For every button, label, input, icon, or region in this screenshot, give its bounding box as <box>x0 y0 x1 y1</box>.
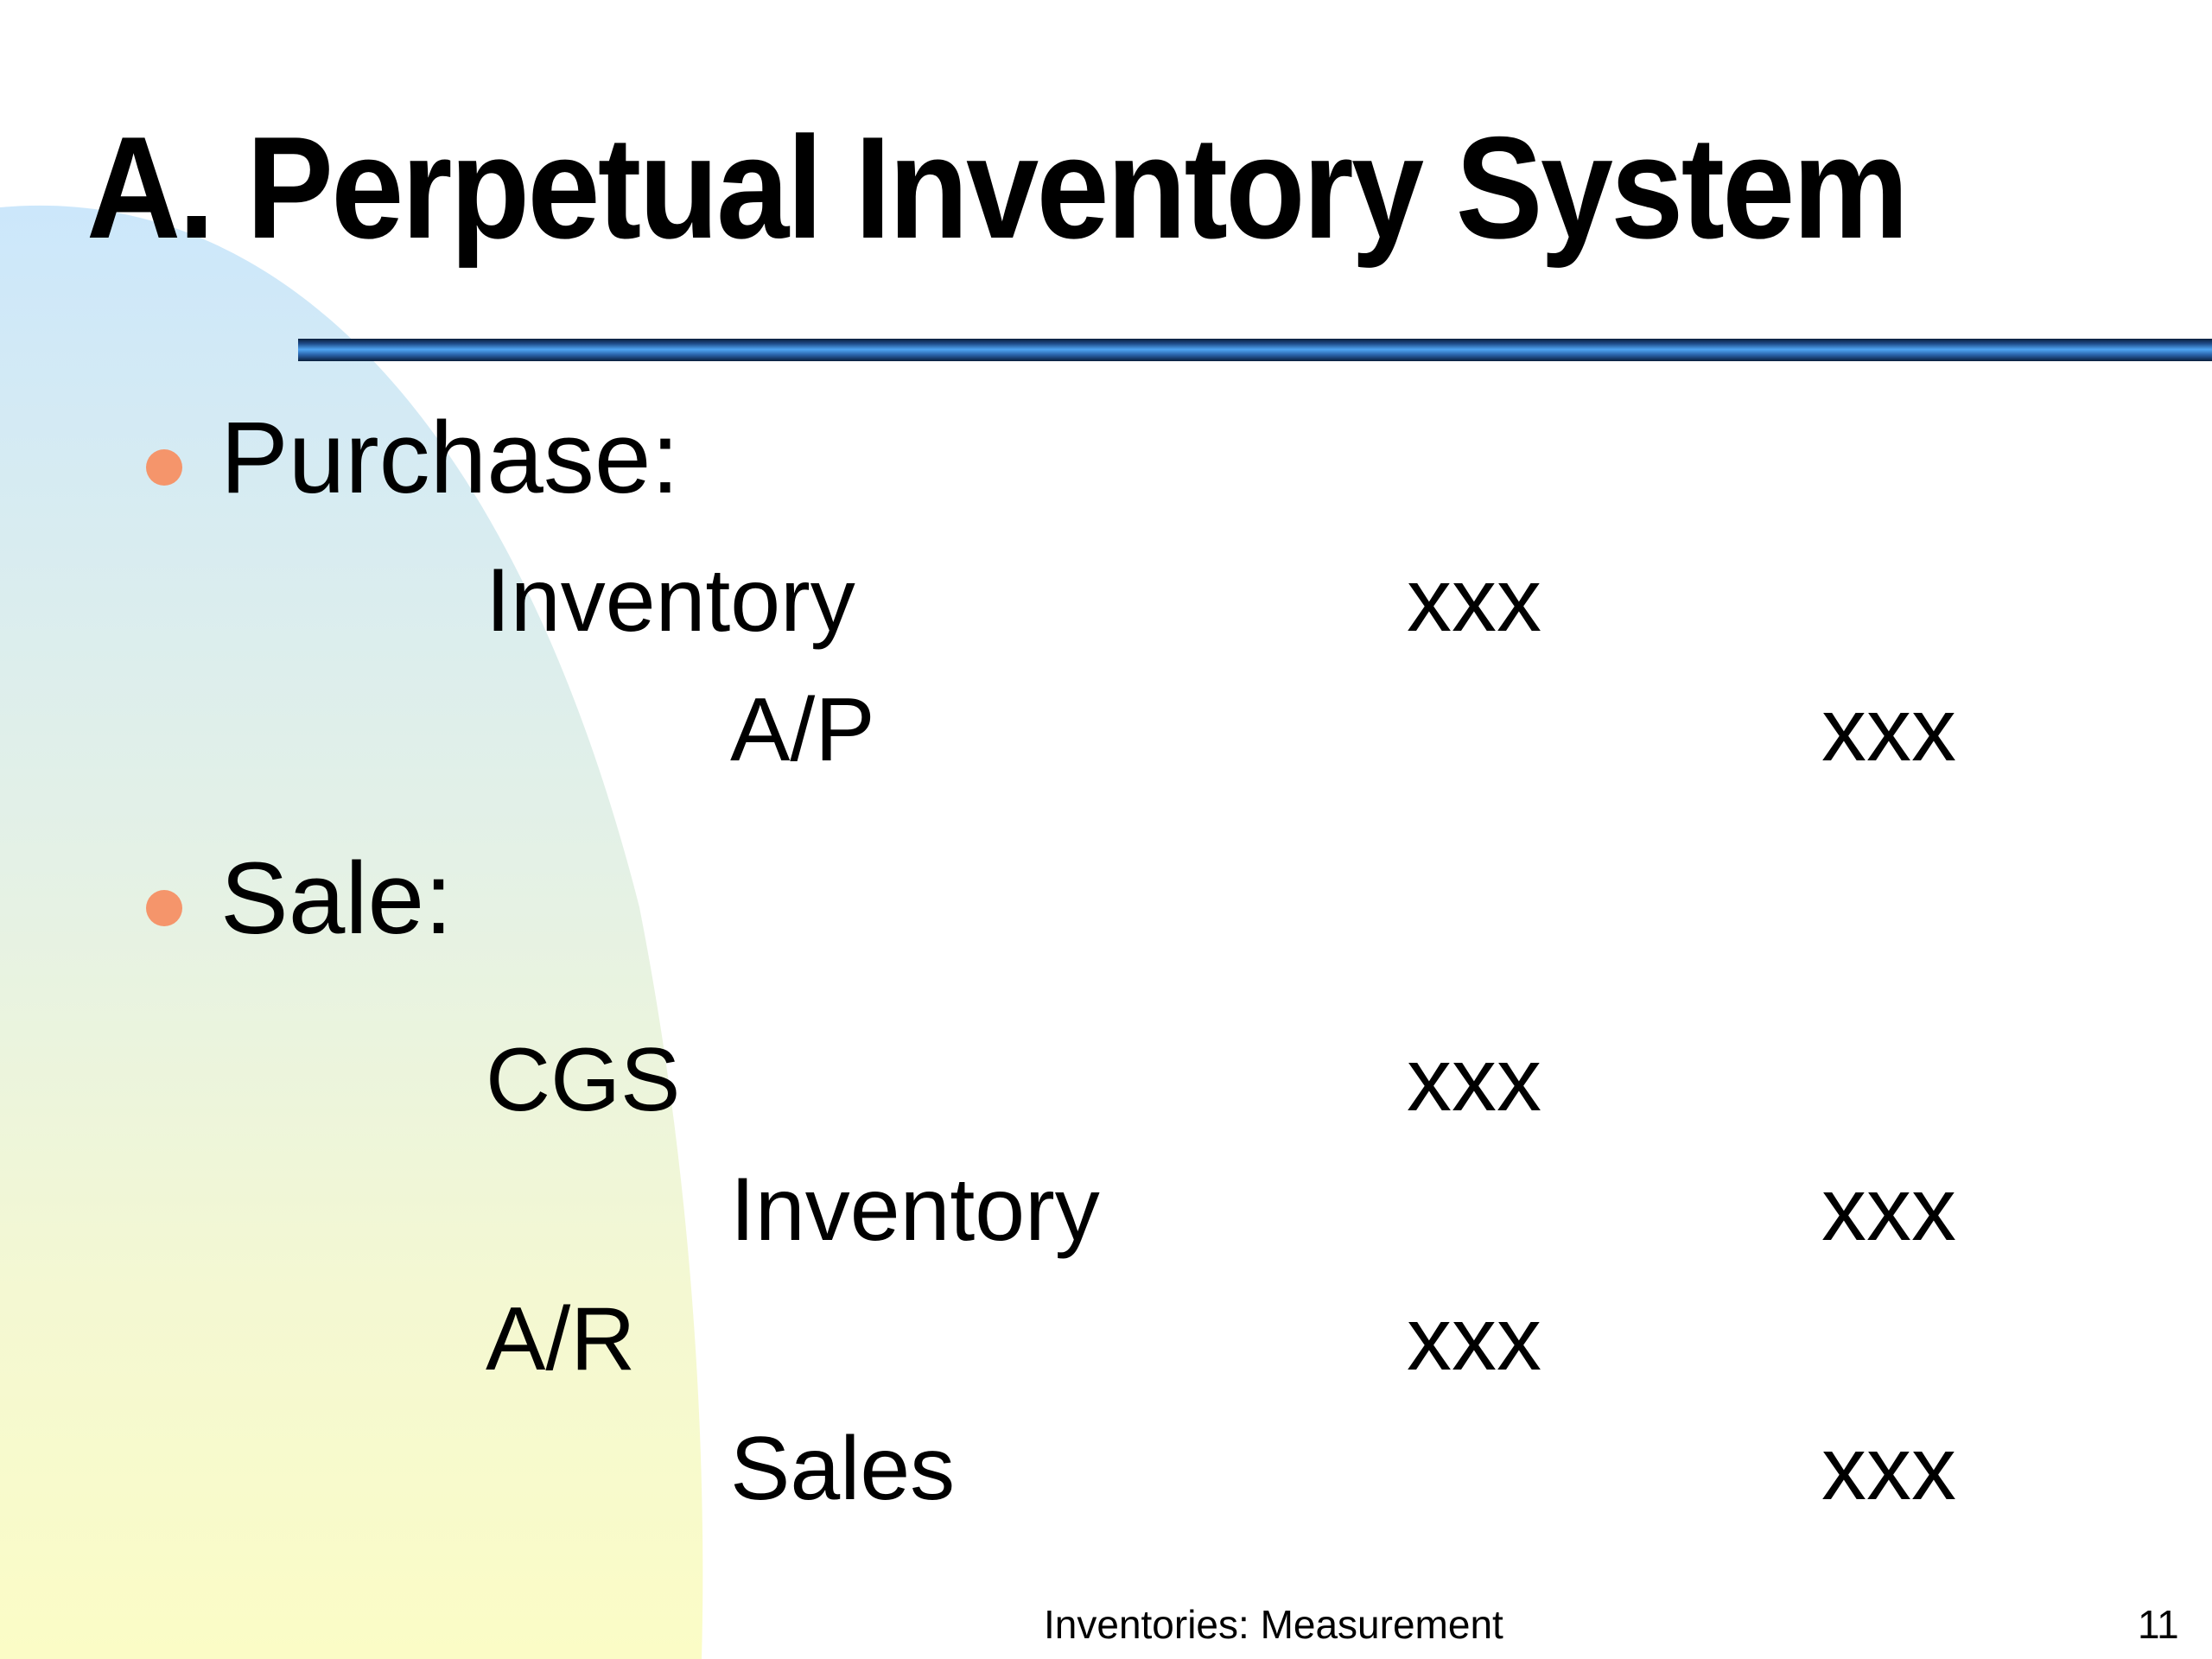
footer-title: Inventories: Measurement <box>1044 1602 1503 1647</box>
title-underline-bar <box>298 339 2212 361</box>
bullet-dot-sale <box>146 890 182 926</box>
entry-debit: xxx <box>1407 1289 1541 1389</box>
entry-account: CGS <box>486 1030 681 1130</box>
page-number: 11 <box>2138 1602 2179 1647</box>
background-arc-fill <box>0 205 703 1659</box>
entry-debit: xxx <box>1407 550 1541 651</box>
entry-account: A/R <box>486 1289 636 1389</box>
entry-credit: xxx <box>1821 680 1956 780</box>
entry-credit: xxx <box>1821 1160 1956 1260</box>
entry-account: Sales <box>730 1419 956 1519</box>
entry-account: Inventory <box>730 1160 1100 1260</box>
entry-account: A/P <box>730 680 875 780</box>
bullet-purchase-label: Purchase: <box>220 401 680 515</box>
entry-account: Inventory <box>486 550 855 651</box>
bullet-sale-label: Sale: <box>220 842 453 956</box>
slide-title: A. Perpetual Inventory System <box>86 106 1909 269</box>
entry-debit: xxx <box>1407 1030 1541 1130</box>
bullet-dot-purchase <box>146 449 182 486</box>
entry-credit: xxx <box>1821 1419 1956 1519</box>
